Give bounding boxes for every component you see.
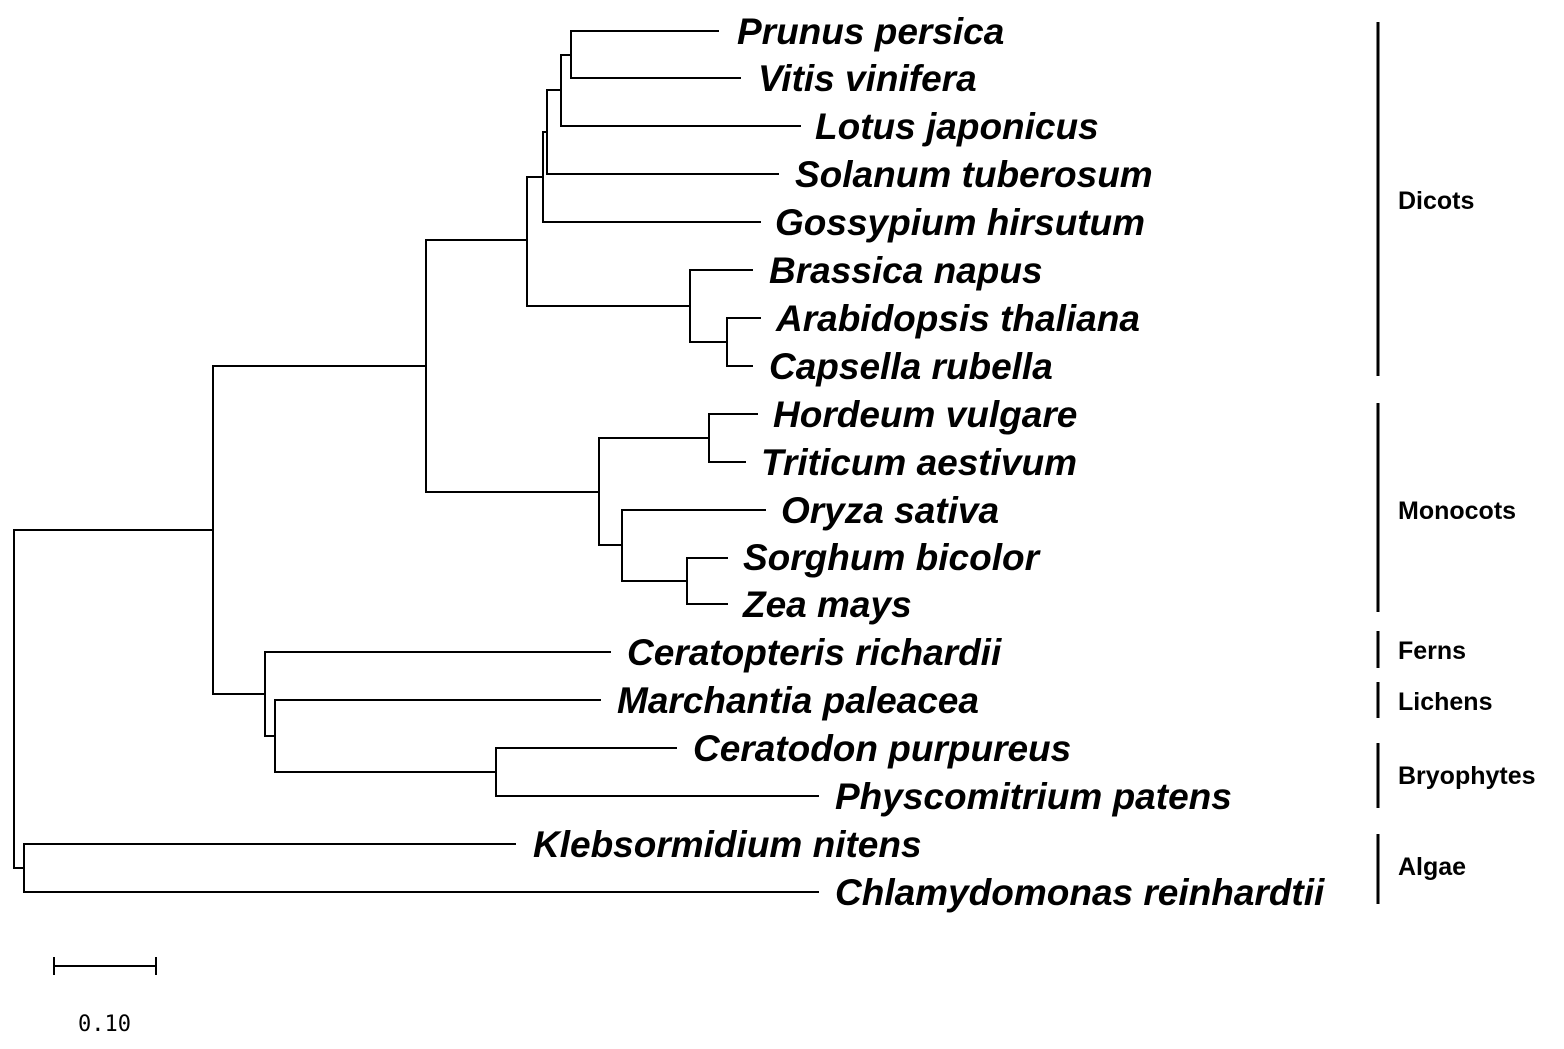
- taxon-label: Klebsormidium nitens: [533, 824, 922, 865]
- branch-marchantia: [264, 699, 601, 773]
- group-brackets: Dicots Monocots Ferns Lichens Bryophytes…: [1376, 22, 1536, 904]
- group-label-ferns: Ferns: [1398, 637, 1466, 665]
- branch-solanum: [542, 89, 779, 175]
- group-label-bryophytes: Bryophytes: [1398, 762, 1536, 790]
- group-label-algae: Algae: [1398, 853, 1466, 881]
- tree-branches: [13, 30, 819, 893]
- taxon-label: Prunus persica: [737, 11, 1004, 52]
- group-label-lichens: Lichens: [1398, 688, 1492, 716]
- branch-hordeum-triticum: [598, 413, 758, 463]
- branch-dicots-root: [425, 176, 691, 307]
- scale-bar-label: 0.10: [78, 1012, 131, 1037]
- taxon-label: Ceratodon purpureus: [693, 728, 1071, 769]
- branch-gossypium: [526, 131, 761, 223]
- branch-lotus: [546, 54, 801, 127]
- taxon-label: Hordeum vulgare: [773, 394, 1077, 435]
- group-label-dicots: Dicots: [1398, 187, 1474, 215]
- branch-monocots-root: [425, 437, 600, 546]
- branch-angiosperms: [212, 239, 427, 493]
- taxon-label: Solanum tuberosum: [795, 154, 1153, 195]
- branch-ceratopteris: [212, 651, 611, 737]
- branch-algae: [13, 843, 819, 893]
- taxon-label: Physcomitrium patens: [835, 776, 1232, 817]
- taxon-label: Triticum aestivum: [761, 442, 1077, 483]
- taxon-label: Ceratopteris richardii: [627, 632, 1002, 673]
- branch-bryophytes: [274, 747, 819, 797]
- scale-bar: 0.10: [53, 957, 157, 1037]
- group-label-monocots: Monocots: [1398, 497, 1516, 525]
- branch-prunus-vitis: [560, 30, 741, 79]
- taxon-label: Sorghum bicolor: [743, 537, 1042, 578]
- taxon-label: Vitis vinifera: [758, 58, 977, 99]
- taxon-label: Marchantia paleacea: [617, 680, 979, 721]
- branch-sorghum-zea: [621, 557, 728, 605]
- taxon-label: Gossypium hirsutum: [775, 202, 1145, 243]
- taxa-labels: Prunus persica Vitis vinifera Lotus japo…: [533, 11, 1325, 913]
- taxon-label: Capsella rubella: [769, 346, 1053, 387]
- taxon-label: Chlamydomonas reinhardtii: [835, 872, 1325, 913]
- branch-brassicaceae: [689, 269, 761, 367]
- taxon-label: Lotus japonicus: [815, 106, 1099, 147]
- taxon-label: Arabidopsis thaliana: [775, 298, 1140, 339]
- branch-land-plants: [13, 365, 214, 695]
- taxon-label: Brassica napus: [769, 250, 1043, 291]
- taxon-label: Zea mays: [742, 584, 912, 625]
- taxon-label: Oryza sativa: [781, 490, 999, 531]
- branch-oryza: [598, 509, 766, 582]
